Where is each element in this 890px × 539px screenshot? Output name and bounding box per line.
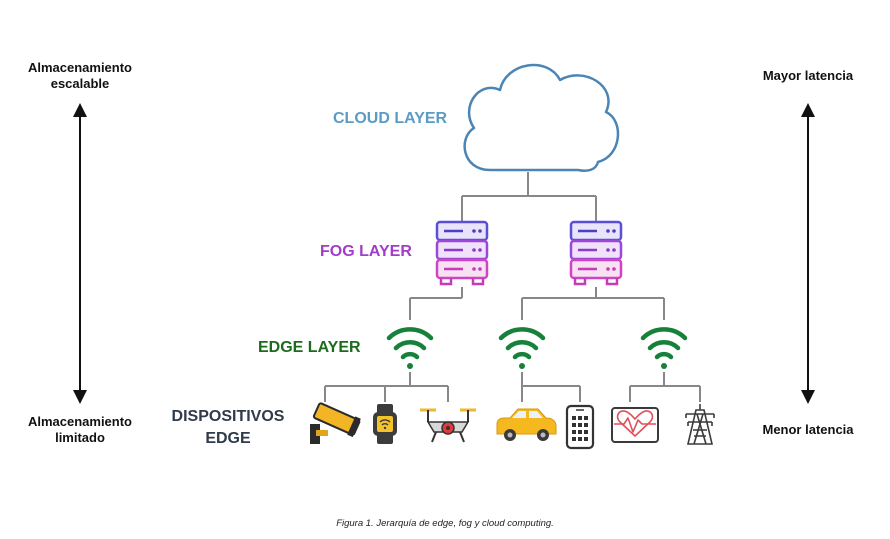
edge-layer-label: EDGE LAYER — [258, 339, 361, 356]
wifi-icon — [640, 327, 688, 369]
security-camera-icon — [310, 402, 361, 444]
edge-devices-line-1: DISPOSITIVOS — [171, 408, 285, 425]
connector-lines — [324, 172, 701, 402]
cloud-layer-label: CLOUD LAYER — [333, 110, 448, 127]
smartphone-icon — [565, 404, 595, 450]
higher-latency-label: Mayor latencia — [762, 68, 854, 83]
car-icon — [496, 408, 557, 441]
server-icon — [435, 220, 489, 286]
wifi-icon — [498, 327, 546, 369]
figure-caption: Figura 1. Jerarquía de edge, fog y cloud… — [336, 518, 554, 529]
lower-latency-label: Menor latencia — [762, 422, 854, 437]
cloud-icon — [463, 63, 620, 172]
heart-monitor-icon — [611, 407, 659, 443]
edge-devices-label: DISPOSITIVOS EDGE — [166, 406, 290, 450]
smartwatch-icon — [373, 404, 397, 444]
edge-devices-line-2: EDGE — [205, 430, 251, 447]
fog-layer-label: FOG LAYER — [320, 243, 412, 260]
storage-scalable-label: Almacenamiento escalable — [24, 60, 136, 93]
storage-limited-line-1: Almacenamiento — [27, 414, 133, 429]
wifi-icon — [386, 327, 434, 369]
drone-icon — [420, 408, 476, 443]
storage-scalable-line-2: escalable — [50, 76, 110, 92]
server-icon — [569, 220, 623, 286]
storage-limited-line-2: limitado — [55, 430, 105, 446]
storage-limited-label: Almacenamiento limitado — [24, 414, 136, 447]
power-tower-icon — [685, 404, 715, 445]
storage-scalable-line-1: Almacenamiento — [27, 60, 133, 75]
